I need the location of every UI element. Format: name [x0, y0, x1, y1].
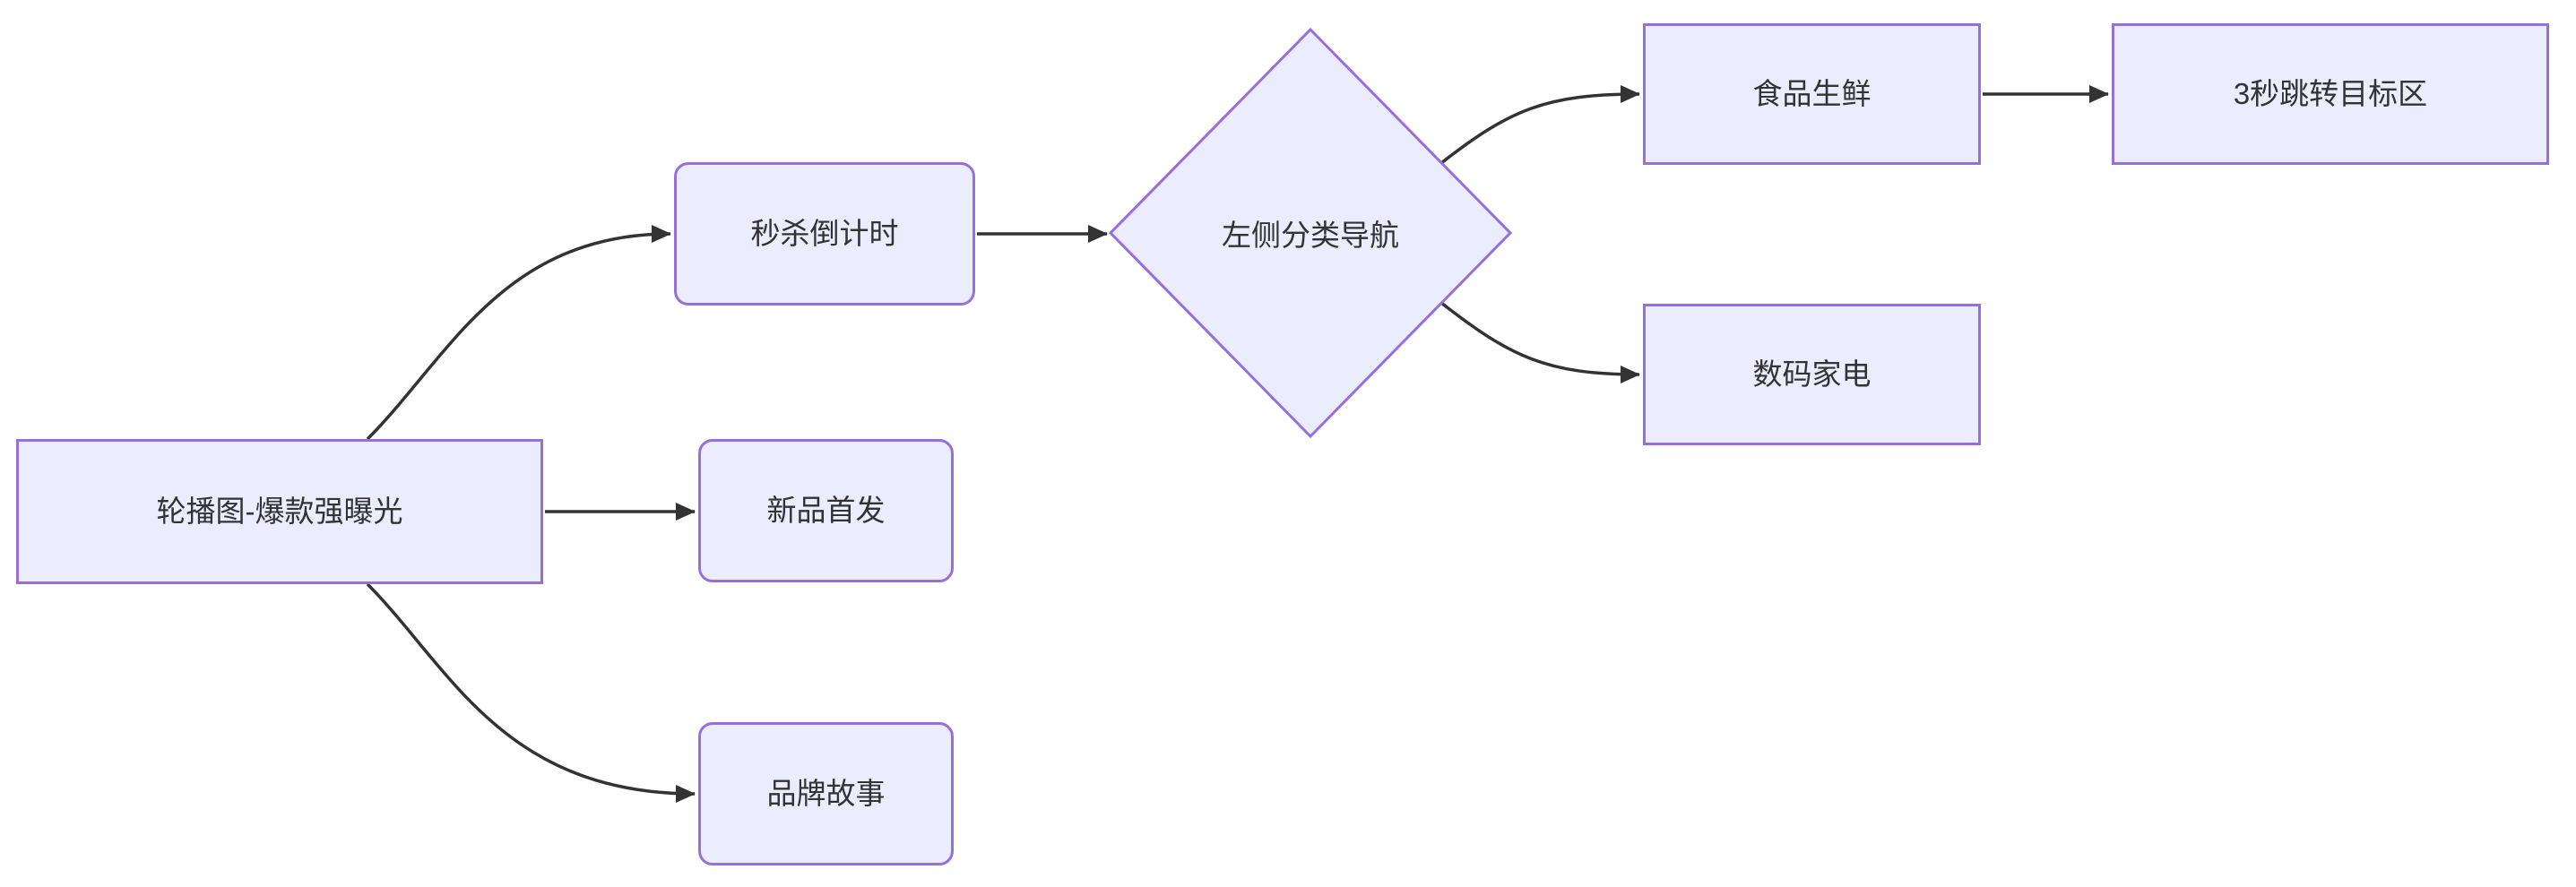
node-carousel[interactable]: 轮播图-爆款强曝光	[16, 439, 543, 584]
edge-nav-digital	[1439, 301, 1640, 383]
edge-carousel-seckill	[366, 225, 671, 441]
node-seckill[interactable]: 秒杀倒计时	[674, 162, 975, 306]
node-newproduct-label: 新品首发	[766, 494, 886, 528]
node-brandstory[interactable]: 品牌故事	[698, 722, 954, 865]
node-brandstory-label: 品牌故事	[766, 777, 886, 811]
node-carousel-label: 轮播图-爆款强曝光	[156, 495, 403, 529]
node-digital-label: 数码家电	[1752, 357, 1871, 392]
node-food[interactable]: 食品生鲜	[1643, 23, 1981, 165]
node-nav[interactable]: 左侧分类导航	[1111, 30, 1510, 436]
edge-carousel-brandstory	[366, 582, 696, 803]
node-nav-label: 左侧分类导航	[1222, 219, 1399, 252]
node-nav-shape[interactable]	[1108, 27, 1513, 439]
node-food-label: 食品生鲜	[1752, 77, 1871, 111]
edge-nav-food	[1439, 85, 1640, 165]
node-digital[interactable]: 数码家电	[1643, 304, 1981, 445]
node-target-label: 3秒跳转目标区	[2233, 77, 2428, 111]
node-seckill-label: 秒杀倒计时	[750, 217, 899, 251]
node-target[interactable]: 3秒跳转目标区	[2112, 23, 2549, 165]
node-newproduct[interactable]: 新品首发	[698, 439, 954, 582]
